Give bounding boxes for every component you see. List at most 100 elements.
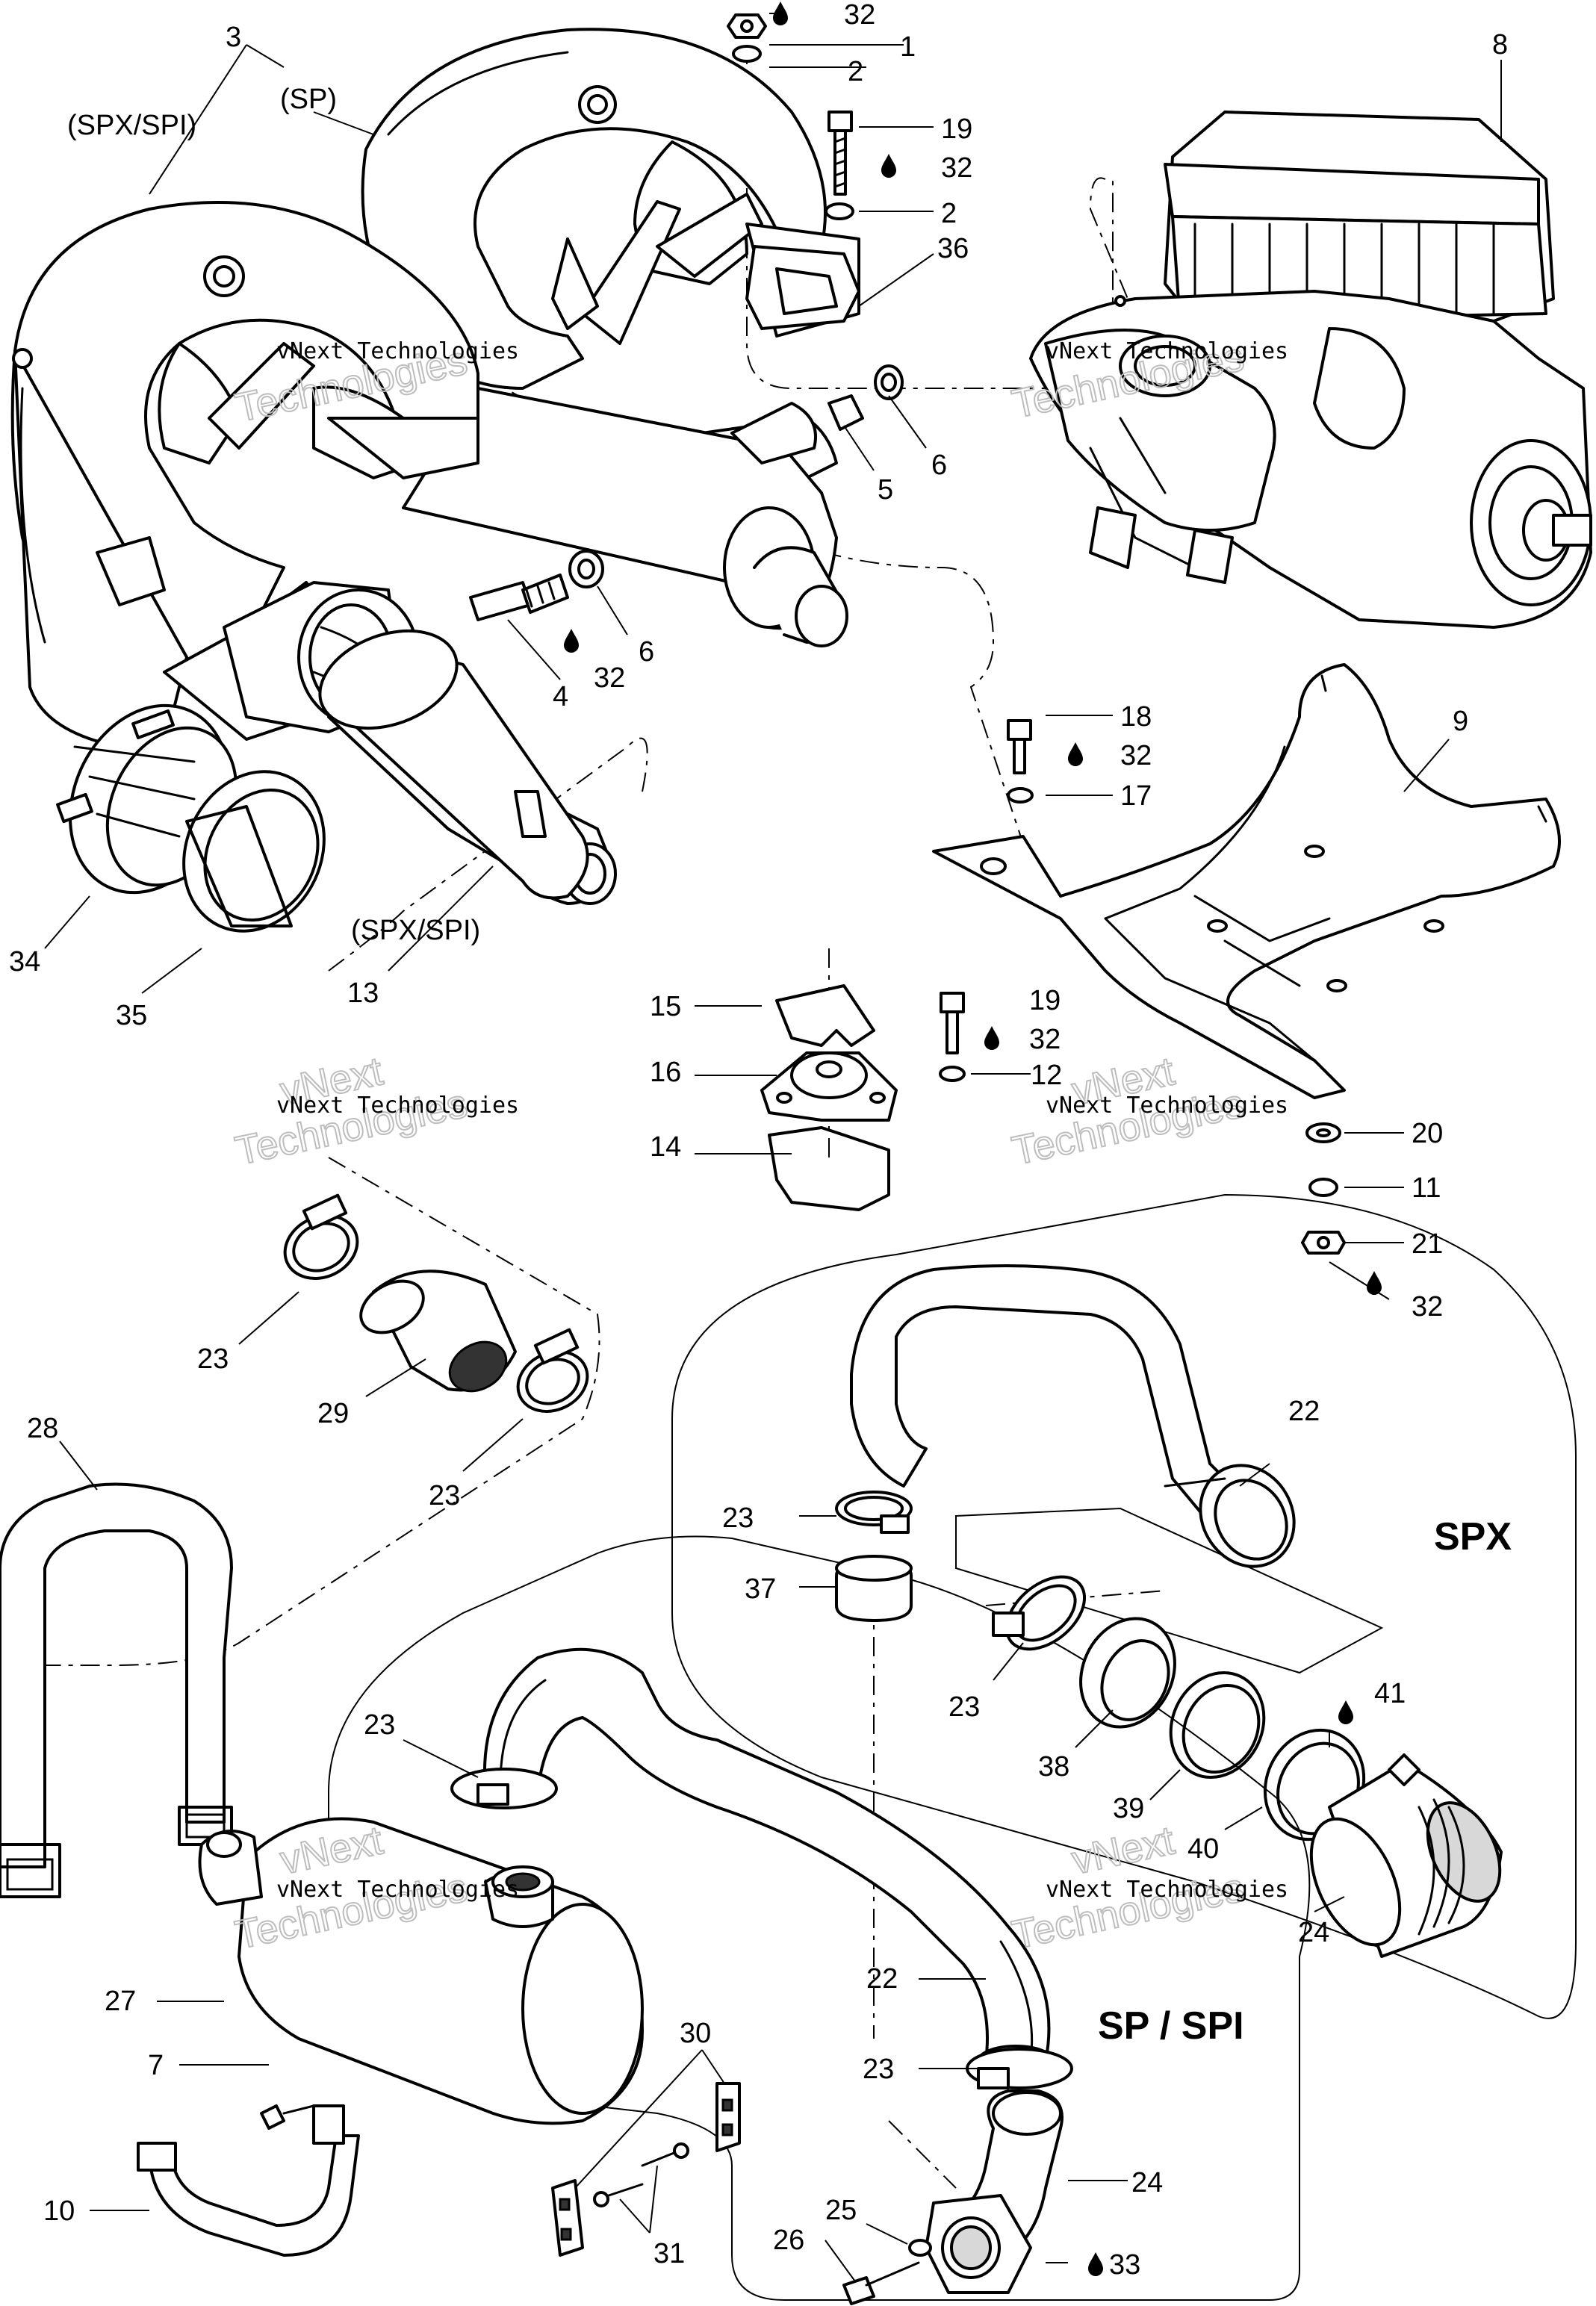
callout-34: 34 <box>9 946 40 978</box>
drop-icon <box>1088 2252 1103 2276</box>
callout-26: 26 <box>773 2225 804 2256</box>
callout-22: 22 <box>1288 1396 1320 1427</box>
part-27-muffler <box>198 1817 644 2125</box>
part-30-31-brackets-rivets <box>551 2082 741 2257</box>
callout-7: 7 <box>148 2050 164 2081</box>
callout-29: 29 <box>317 1398 349 1429</box>
callout-35: 35 <box>116 1000 147 1031</box>
part-22-sp-hose <box>450 1647 1073 2089</box>
watermark-low-right: vNext Technologies vNext Technologies <box>1007 1817 1288 1958</box>
variant-labels: (SPX/SPI) (SP) (SPX/SPI) SPX SP / SPI <box>67 84 1512 2048</box>
variant-label-sp: (SP) <box>280 84 337 115</box>
part-10-muffler-bracket <box>137 2104 360 2257</box>
part-5-6-spacers <box>469 364 904 621</box>
callout-25: 25 <box>825 2195 857 2226</box>
part-8-engine <box>1029 111 1592 629</box>
callout-23: 23 <box>429 1480 460 1511</box>
callout-19: 19 <box>941 114 972 145</box>
callout-13: 13 <box>347 978 379 1009</box>
part-28-strap <box>0 1482 233 1898</box>
callout-28: 28 <box>27 1413 58 1444</box>
section-label-spx: SPX <box>1434 1515 1512 1558</box>
callout-6: 6 <box>639 636 654 668</box>
watermark-text: vNext Technologies <box>1046 338 1288 364</box>
callout-41: 41 <box>1374 1678 1406 1709</box>
callout-32: 32 <box>1120 740 1152 771</box>
callout-24: 24 <box>1298 1917 1329 1948</box>
top-hardware <box>727 13 860 330</box>
drop-icon <box>564 629 579 653</box>
part-9-bracket <box>932 663 1561 1099</box>
watermark-text: vNext Technologies <box>276 1877 519 1903</box>
callout-20: 20 <box>1412 1118 1443 1149</box>
callout-32: 32 <box>1412 1291 1443 1323</box>
callout-12: 12 <box>1031 1060 1062 1091</box>
callout-18: 18 <box>1120 701 1152 733</box>
callout-numbers: 32 1 2 19 32 2 36 8 3 6 5 6 4 32 18 32 1… <box>9 0 1508 2281</box>
watermark-text: vNext Technologies <box>1046 1877 1288 1903</box>
callout-17: 17 <box>1120 780 1152 812</box>
drop-icon <box>1068 742 1083 766</box>
callout-32: 32 <box>941 152 972 184</box>
callout-32: 32 <box>594 662 625 694</box>
part-35-sleeve <box>182 770 326 933</box>
callout-10: 10 <box>43 2195 75 2227</box>
watermark-mid-left: vNext Technologies vNext Technologies <box>231 1048 519 1174</box>
part-23-38-39-40-24-spx-fittings <box>992 1575 1503 1958</box>
callout-32: 32 <box>844 0 875 31</box>
watermark-text: vNext Technologies <box>276 338 519 364</box>
variant-label-spx-spi: (SPX/SPI) <box>67 110 196 141</box>
callout-23: 23 <box>722 1502 754 1534</box>
callout-22: 22 <box>866 1963 898 1995</box>
callout-33: 33 <box>1109 2249 1140 2281</box>
callout-3: 3 <box>226 22 241 53</box>
callout-2: 2 <box>848 56 863 87</box>
callout-27: 27 <box>105 1986 136 2017</box>
callout-40: 40 <box>1187 1833 1219 1865</box>
callout-11: 11 <box>1412 1172 1441 1204</box>
watermark-text: vNext Technologies <box>1046 1093 1288 1119</box>
watermark-text: vNext Technologies <box>276 1093 519 1119</box>
group-outlines <box>328 1193 1577 2301</box>
drop-icon <box>881 154 896 178</box>
callout-19: 19 <box>1029 985 1061 1016</box>
callout-31: 31 <box>653 2238 685 2269</box>
callout-36: 36 <box>937 233 969 264</box>
part-3-tuned-pipe-sp <box>361 28 860 647</box>
part-13-cone <box>318 629 589 900</box>
callout-1: 1 <box>900 31 916 63</box>
bolts-washers-nuts <box>939 719 1346 1255</box>
callout-21: 21 <box>1412 1228 1443 1260</box>
callout-30: 30 <box>680 2018 711 2049</box>
variant-label-spx-spi-cone: (SPX/SPI) <box>351 915 480 946</box>
callout-5: 5 <box>878 474 893 506</box>
part-14-15-16-mount <box>760 984 898 1211</box>
callout-38: 38 <box>1038 1751 1069 1783</box>
callout-23: 23 <box>364 1709 395 1741</box>
callout-4: 4 <box>553 681 568 712</box>
callout-32: 32 <box>1029 1024 1061 1055</box>
part-22-spx-hose <box>835 1264 1296 1622</box>
watermark-vnext: vNext <box>1068 1818 1179 1883</box>
part-23-29-upper-clamps-hose <box>283 1193 589 1413</box>
callout-8: 8 <box>1492 29 1508 60</box>
callout-14: 14 <box>650 1131 681 1163</box>
callout-15: 15 <box>650 991 681 1022</box>
drop-icon <box>984 1026 999 1050</box>
callout-2: 2 <box>941 198 957 229</box>
drop-icon <box>1367 1271 1382 1295</box>
callout-37: 37 <box>745 1573 776 1605</box>
drop-icon <box>1338 1700 1353 1724</box>
callout-23: 23 <box>948 1691 980 1723</box>
callout-24: 24 <box>1131 2167 1163 2198</box>
callout-39: 39 <box>1113 1793 1144 1824</box>
part-24-elbow-sp <box>842 2089 1064 2305</box>
callout-9: 9 <box>1453 706 1468 737</box>
callout-23: 23 <box>197 1343 229 1375</box>
callout-23: 23 <box>863 2054 894 2085</box>
leader-lines <box>44 13 1502 2282</box>
drop-icon <box>773 1 788 25</box>
section-label-sp-spi: SP / SPI <box>1098 2004 1244 2048</box>
callout-6: 6 <box>931 450 947 481</box>
